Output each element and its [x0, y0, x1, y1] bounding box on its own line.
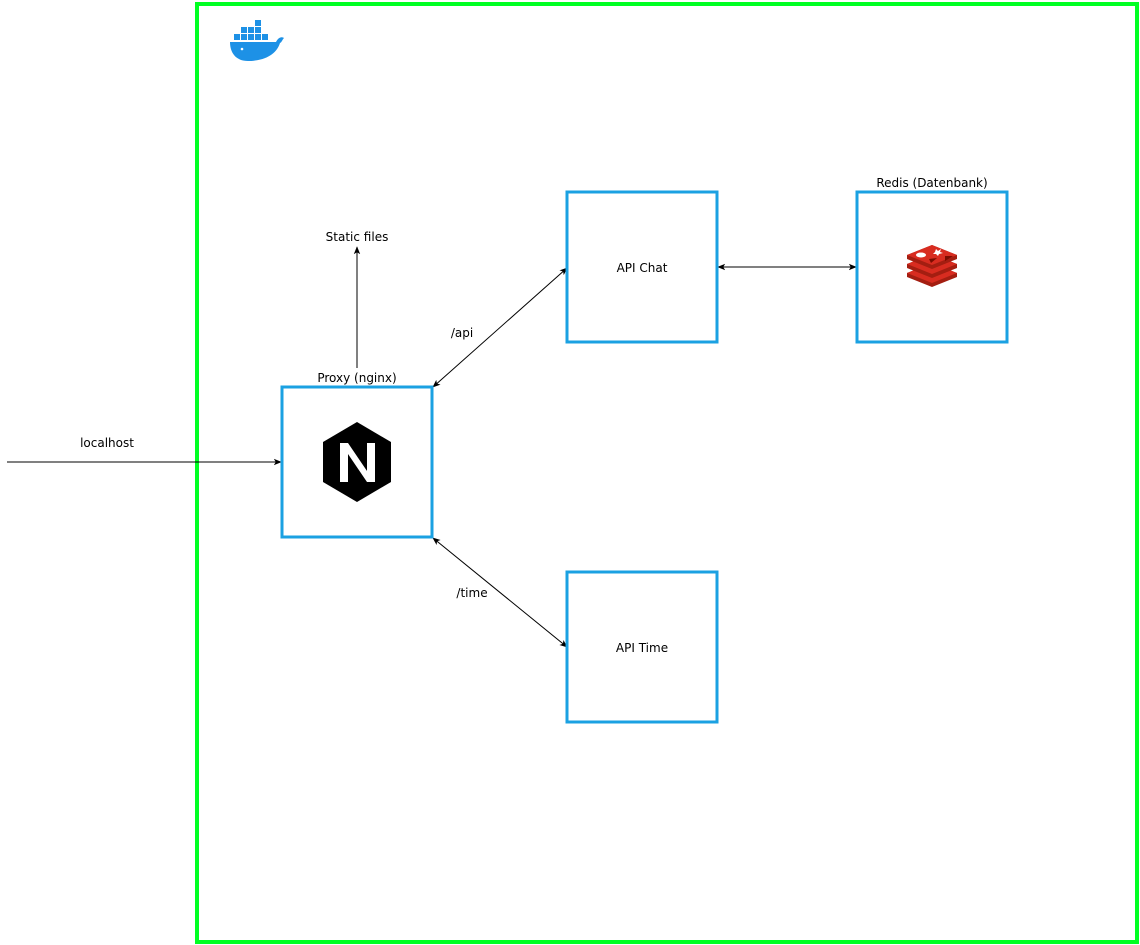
- edge-time-arrow: [432, 537, 568, 648]
- node-title-proxy: Proxy (nginx): [317, 371, 396, 385]
- edge-label-static-files: Static files: [326, 230, 389, 244]
- node-label-api-time: API Time: [616, 641, 668, 655]
- node-api-time-box: [565, 570, 719, 724]
- edge-label-api: /api: [451, 326, 473, 340]
- redis-logo-icon: [907, 245, 957, 287]
- edge-label-time: /time: [456, 586, 487, 600]
- node-title-redis: Redis (Datenbank): [876, 176, 987, 190]
- docker-whale-icon: [230, 20, 284, 61]
- node-api-chat-box: [565, 190, 719, 344]
- edge-label-localhost: localhost: [80, 436, 134, 450]
- edge-api-arrow: [432, 267, 568, 388]
- nginx-logo-icon: [323, 422, 391, 502]
- node-label-api-chat: API Chat: [617, 261, 668, 275]
- docker-container: [195, 2, 1139, 944]
